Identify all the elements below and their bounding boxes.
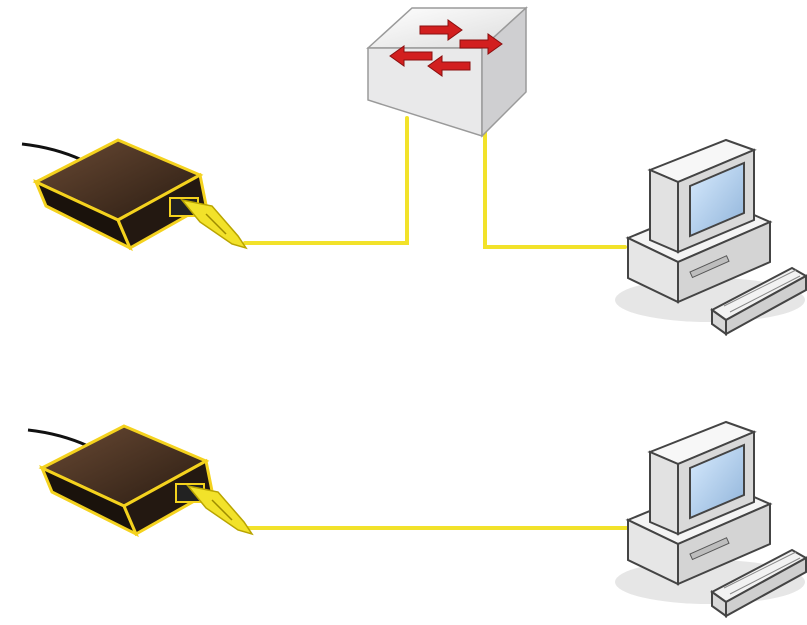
network-switch-icon xyxy=(366,6,528,138)
desktop-computer-icon xyxy=(615,138,807,336)
cable-top-right xyxy=(483,116,627,249)
desktop-computer-icon xyxy=(615,420,807,618)
network-adapter-icon xyxy=(21,138,248,252)
cable-top-left xyxy=(243,116,409,245)
switch-arrows xyxy=(389,19,503,77)
network-adapter-icon xyxy=(27,424,254,538)
